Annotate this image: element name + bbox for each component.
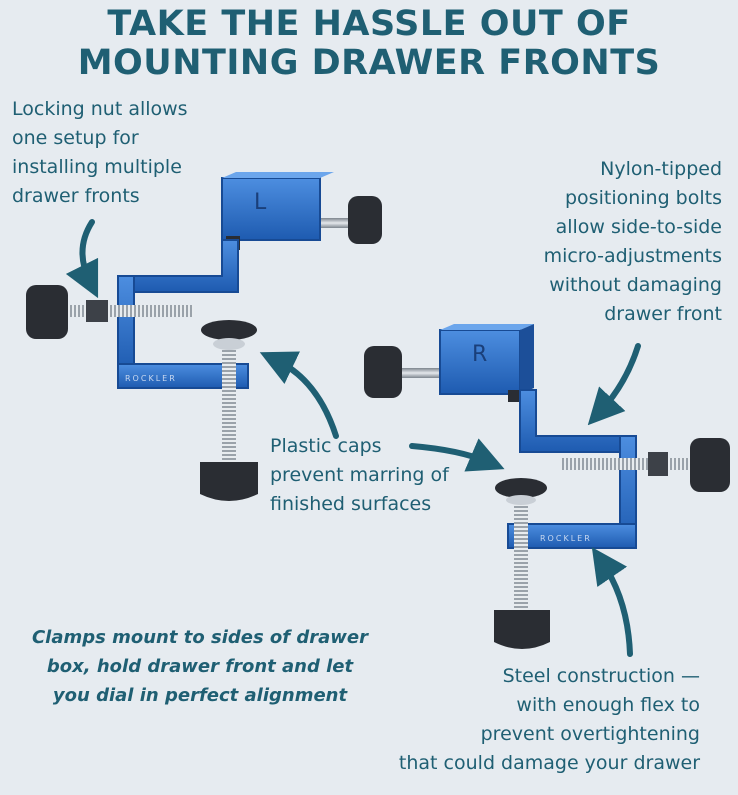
left-brand-text: ROCKLER (125, 374, 177, 383)
left-top-bolt-shaft (316, 218, 356, 228)
left-clamp: ROCKLER (26, 172, 382, 501)
left-bottom-knob (200, 462, 258, 501)
left-locking-nut (86, 300, 108, 322)
callout-line: Clamps mount to sides of drawer (31, 627, 369, 648)
callout-locking-nut: Locking nut allows one setup for install… (12, 95, 188, 211)
callout-line: prevent marring of (270, 464, 449, 486)
callout-line: positioning bolts (565, 187, 722, 209)
callout-line: with enough flex to (516, 694, 700, 716)
callout-mount-sides: Clamps mount to sides of drawer box, hol… (30, 623, 370, 710)
callout-line: that could damage your drawer (398, 752, 700, 774)
callout-line: Plastic caps (270, 435, 382, 457)
right-clamp-letter: R (472, 342, 488, 367)
callout-line: box, hold drawer front and let (46, 656, 354, 677)
callout-line: prevent overtightening (480, 723, 700, 745)
callout-arrows (65, 219, 641, 657)
callout-line: Locking nut allows (12, 98, 188, 120)
right-side-knob (690, 438, 730, 492)
callout-steel-construction: Steel construction — with enough flex to… (360, 662, 700, 778)
left-side-bolt (60, 305, 194, 317)
right-bottom-knob (494, 610, 550, 649)
right-locking-nut (648, 452, 668, 476)
right-brand-text: ROCKLER (540, 534, 592, 543)
callout-line: one setup for (12, 127, 139, 149)
arrow-plastic-caps-right (409, 438, 505, 472)
callout-line: installing multiple (12, 156, 182, 178)
right-clamp: ROCKLER (364, 324, 730, 649)
arrow-nylon-bolts (587, 343, 641, 426)
left-plastic-cap (201, 320, 257, 340)
callout-line: allow side-to-side (555, 216, 722, 238)
left-side-knob (26, 285, 68, 339)
right-vertical-screw (514, 496, 528, 614)
title-line-1: TAKE THE HASSLE OUT OF (107, 4, 631, 44)
left-vertical-screw (222, 336, 236, 466)
left-clamp-letter: L (254, 190, 267, 215)
right-plastic-cap (495, 478, 547, 498)
callout-line: finished surfaces (270, 493, 432, 515)
callout-line: you dial in perfect alignment (52, 685, 348, 706)
left-top-box (221, 177, 321, 241)
callout-line: drawer front (604, 303, 722, 325)
callout-line: without damaging (549, 274, 722, 296)
right-top-knob (364, 346, 402, 398)
callout-line: micro-adjustments (543, 245, 722, 267)
callout-line: drawer fronts (12, 185, 140, 207)
title-line-2: MOUNTING DRAWER FRONTS (77, 43, 661, 83)
callout-line: Steel construction — (502, 665, 700, 687)
arrow-plastic-caps-left (259, 351, 339, 439)
left-top-knob (348, 196, 382, 244)
callout-line: Nylon-tipped (600, 158, 722, 180)
right-side-bolt (560, 458, 700, 470)
callout-nylon-bolts: Nylon-tipped positioning bolts allow sid… (500, 155, 722, 329)
arrow-steel (591, 547, 633, 657)
arrow-locking-nut (65, 219, 99, 299)
callout-plastic-caps: Plastic caps prevent marring of finished… (270, 432, 449, 519)
